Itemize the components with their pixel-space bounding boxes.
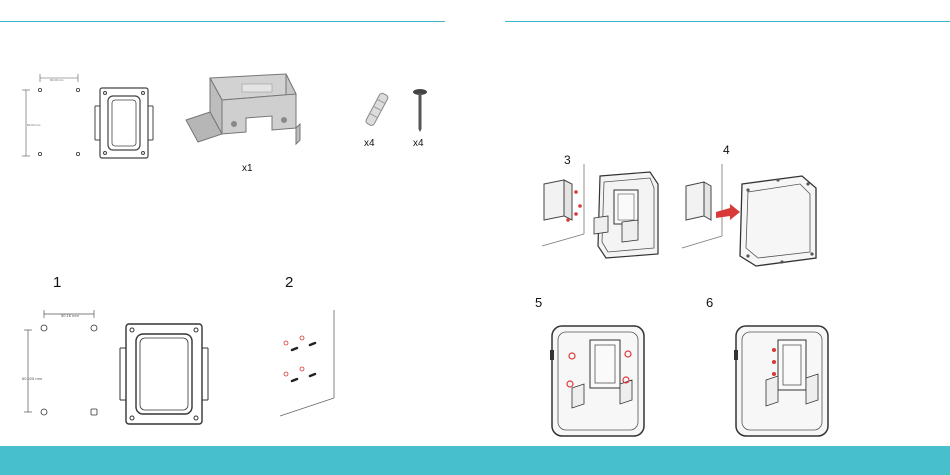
footer-band: [0, 446, 950, 475]
screw-quantity: x4: [413, 137, 424, 151]
template-dim-height: 60.00 mm: [27, 118, 40, 132]
step-number-5: 5: [535, 296, 542, 310]
bracket-quantity: x1: [242, 162, 253, 176]
step-number-4: 4: [723, 143, 730, 157]
step-number-6: 6: [706, 296, 713, 310]
step-number-1: 1: [53, 276, 61, 290]
step1-dim-height: 60.025 mm: [22, 372, 42, 386]
template-dim-width: 90.00 mm: [50, 73, 63, 87]
screw-icon: [412, 88, 428, 132]
step1-dim-width: 50.16 mm: [61, 309, 79, 323]
wall-anchor-icon: [364, 90, 388, 130]
step1-drill-template: [22, 308, 102, 408]
step-number-2: 2: [285, 276, 293, 290]
header-rule-right: [505, 21, 950, 22]
anchor-quantity: x4: [364, 137, 375, 151]
step1-flat-bracket: [118, 322, 210, 426]
step5-device-back: [548, 322, 648, 438]
flat-bracket-illustration: [94, 86, 154, 160]
step3-attach-bracket: [538, 162, 668, 262]
mounting-bracket-illustration: [182, 70, 302, 152]
step6-device-secured: [732, 322, 832, 438]
step2-wall-anchors: [278, 308, 348, 418]
header-rule-left: [0, 21, 445, 22]
step4-mount-device: [678, 160, 828, 270]
